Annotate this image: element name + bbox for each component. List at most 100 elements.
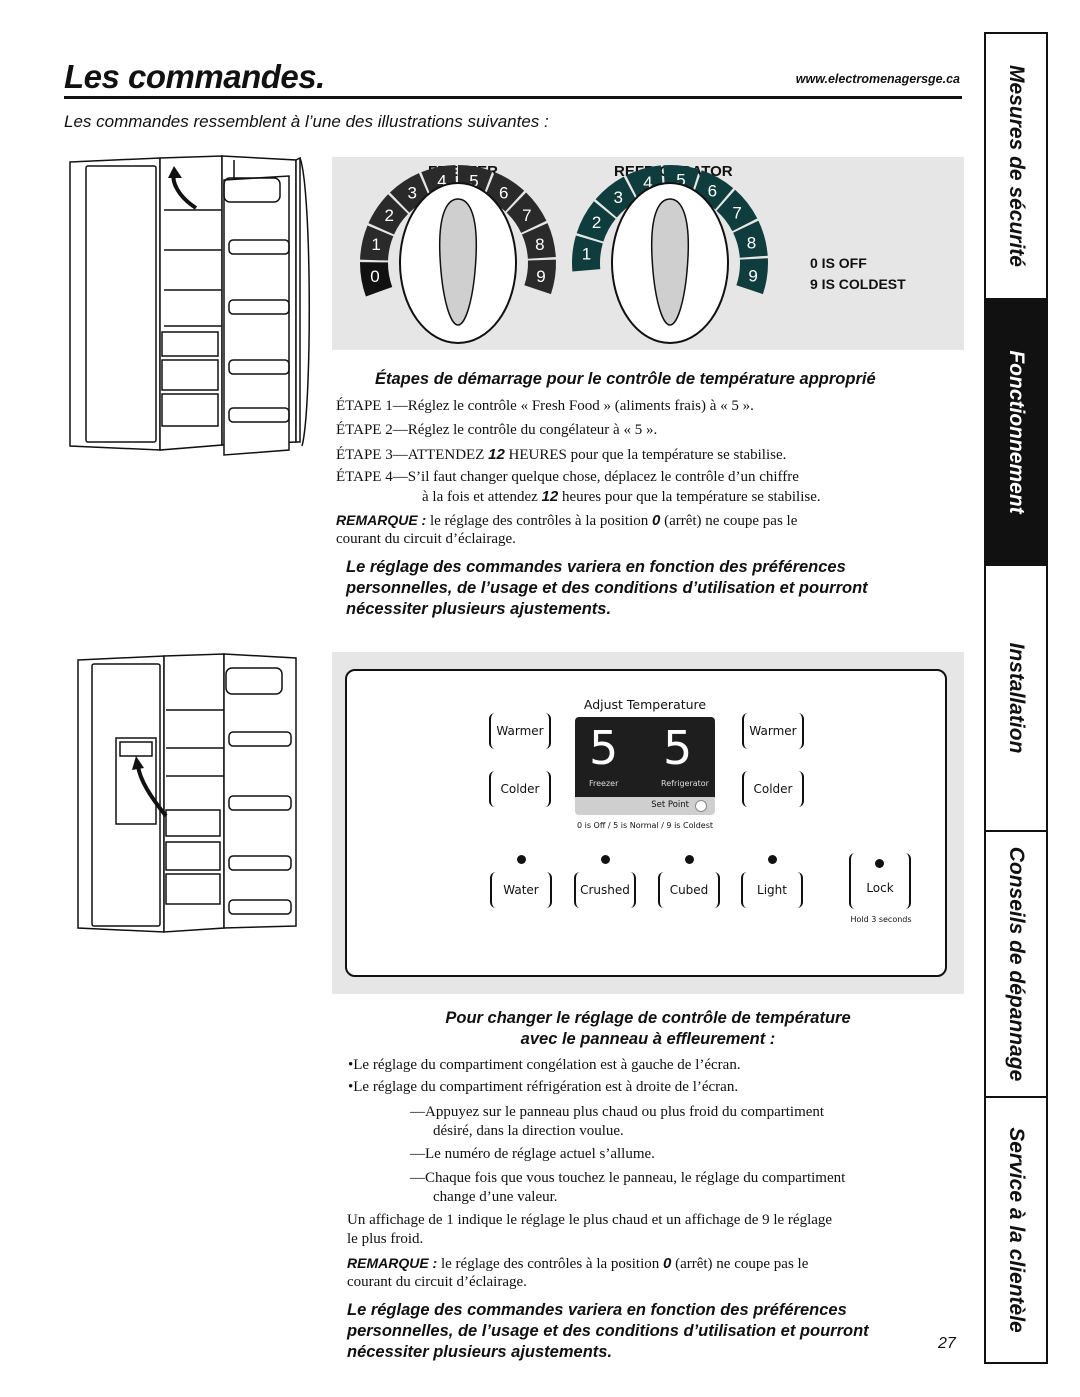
dial-segment <box>360 262 393 297</box>
dial-number: 5 <box>676 171 685 190</box>
dial-number: 7 <box>522 206 531 225</box>
light-indicator-icon <box>768 855 777 864</box>
freezer-warmer-button[interactable]: Warmer <box>489 713 551 749</box>
refrigerator-digit: 5 <box>663 721 693 775</box>
dial-number: 0 <box>370 267 379 286</box>
lock-button[interactable]: Lock <box>849 853 911 909</box>
display-explanation: Un affichage de 1 indique le réglage le … <box>347 1212 833 1228</box>
dial-number: 7 <box>732 204 741 223</box>
refrigerator-colder-button[interactable]: Colder <box>742 771 804 807</box>
tab-installation[interactable]: Installation <box>986 566 1046 832</box>
dial-segment <box>521 223 556 259</box>
dial-number: 9 <box>536 267 545 286</box>
dash-item-1: —Appuyez sur le panneau plus chaud ou pl… <box>410 1104 825 1120</box>
freezer-digit: 5 <box>589 721 619 775</box>
bullet-refrigerator-side: •Le réglage du compartiment réfrigératio… <box>348 1079 739 1095</box>
dial-number: 1 <box>371 235 380 254</box>
page-number: 27 <box>938 1335 956 1352</box>
dial-number: 2 <box>592 213 601 232</box>
startup-steps-heading: Étapes de démarrage pour le contrôle de … <box>375 370 876 388</box>
website-url[interactable]: www.electromenagersge.ca <box>795 72 960 86</box>
dial-segment <box>576 201 616 242</box>
dial-number: 6 <box>708 181 717 200</box>
bullet-freezer-side: •Le réglage du compartiment congélation … <box>348 1057 741 1073</box>
page-title: Les commandes. <box>64 58 325 95</box>
adjust-temperature-title: Adjust Temperature <box>583 697 707 712</box>
dial-number: 4 <box>643 173 652 192</box>
dial-segment <box>716 189 758 232</box>
refrigerator-warmer-button[interactable]: Warmer <box>742 713 804 749</box>
dial-number: 3 <box>408 184 417 203</box>
variation-note-2: Le réglage des commandes variera en fonc… <box>347 1301 869 1361</box>
tab-service-a-la-clientele[interactable]: Service à la clientèle <box>986 1098 1046 1362</box>
set-point-bar: Set Point <box>575 797 715 815</box>
crushed-button[interactable]: Crushed <box>574 872 636 908</box>
touch-control-panel: Adjust Temperature Warmer Colder Warmer … <box>345 669 947 977</box>
remark-2: REMARQUE : le réglage des contrôles à la… <box>347 1255 809 1272</box>
step-1: ÉTAPE 1—Réglez le contrôle « Fresh Food … <box>336 398 754 414</box>
freezer-colder-button[interactable]: Colder <box>489 771 551 807</box>
dial-legend-off: 0 IS OFF <box>810 255 867 271</box>
dial-segment <box>733 220 768 258</box>
tab-label: Mesures de sécurité <box>1005 65 1028 267</box>
arrow-icon <box>136 765 168 818</box>
scale-caption: 0 is Off / 5 is Normal / 9 is Coldest <box>576 821 714 830</box>
dial-number: 5 <box>469 172 478 191</box>
tab-conseils-de-depannage[interactable]: Conseils de dépannage <box>986 832 1046 1098</box>
dial-segment <box>524 259 556 295</box>
display-explanation-line2: le plus froid. <box>347 1231 424 1247</box>
tab-mesures-de-securite[interactable]: Mesures de sécurité <box>986 34 1046 300</box>
tab-label: Service à la clientèle <box>1005 1127 1028 1333</box>
remark-1-line2: courant du circuit d’éclairage. <box>336 531 516 547</box>
dial-segment <box>595 176 637 218</box>
crushed-indicator-icon <box>601 855 610 864</box>
cubed-button[interactable]: Cubed <box>658 872 720 908</box>
dial-segment <box>572 235 603 272</box>
dial-number: 8 <box>747 233 756 252</box>
tab-label: Fonctionnement <box>1005 350 1028 514</box>
tab-fonctionnement[interactable]: Fonctionnement <box>986 300 1046 566</box>
dial-number: 8 <box>535 235 544 254</box>
cubed-indicator-icon <box>685 855 694 864</box>
dial-number: 9 <box>748 267 757 286</box>
dash-item-3-line2: change d’une valeur. <box>433 1189 558 1205</box>
set-point-label: Set Point <box>651 800 689 810</box>
step-3: ÉTAPE 3—ATTENDEZ 12 HEURES pour que la t… <box>336 446 787 463</box>
dash-item-3: —Chaque fois que vous touchez le panneau… <box>410 1170 846 1186</box>
touch-panel-heading: Pour changer le réglage de contrôle de t… <box>445 1009 851 1048</box>
dial-segment <box>368 194 409 235</box>
dial-number: 4 <box>437 172 446 191</box>
lock-indicator-icon <box>875 859 884 868</box>
freezer-display-label: Freezer <box>589 779 619 788</box>
dial-segment <box>360 225 394 261</box>
remark-1: REMARQUE : le réglage des contrôles à la… <box>336 512 798 529</box>
dial-number: 3 <box>613 188 622 207</box>
lock-hold-caption: Hold 3 seconds <box>850 915 912 924</box>
temperature-display: 5 5 Freezer Refrigerator <box>575 717 715 797</box>
dash-item-2: —Le numéro de réglage actuel s’allume. <box>410 1146 655 1162</box>
header-rule <box>64 96 962 99</box>
step-4-line1: ÉTAPE 4—S’il faut changer quelque chose,… <box>336 469 799 485</box>
remark-2-line2: courant du circuit d’éclairage. <box>347 1274 527 1290</box>
water-button[interactable]: Water <box>490 872 552 908</box>
refrigerator-display-label: Refrigerator <box>661 779 709 788</box>
variation-note-1: Le réglage des commandes variera en fonc… <box>346 558 868 618</box>
set-point-indicator-icon <box>695 800 707 812</box>
dial-legend-coldest: 9 IS COLDEST <box>810 276 906 292</box>
dial-segment <box>736 258 768 295</box>
tab-label: Installation <box>1005 642 1028 754</box>
light-button[interactable]: Light <box>741 872 803 908</box>
subtitle: Les commandes ressemblent à l’une des il… <box>64 112 549 131</box>
dash-item-1-line2: désiré, dans la direction voulue. <box>433 1123 624 1139</box>
dial-number: 1 <box>582 245 591 264</box>
side-tabs: Mesures de sécurité Fonctionnement Insta… <box>984 32 1048 1364</box>
step-4-line2: à la fois et attendez 12 heures pour que… <box>422 488 821 505</box>
dial-number: 6 <box>499 184 508 203</box>
dial-number: 2 <box>384 206 393 225</box>
step-2: ÉTAPE 2—Réglez le contrôle du congélateu… <box>336 422 658 438</box>
water-indicator-icon <box>517 855 526 864</box>
dial-segment <box>506 192 547 233</box>
refrigerator-illustration-dispenser <box>77 653 297 933</box>
